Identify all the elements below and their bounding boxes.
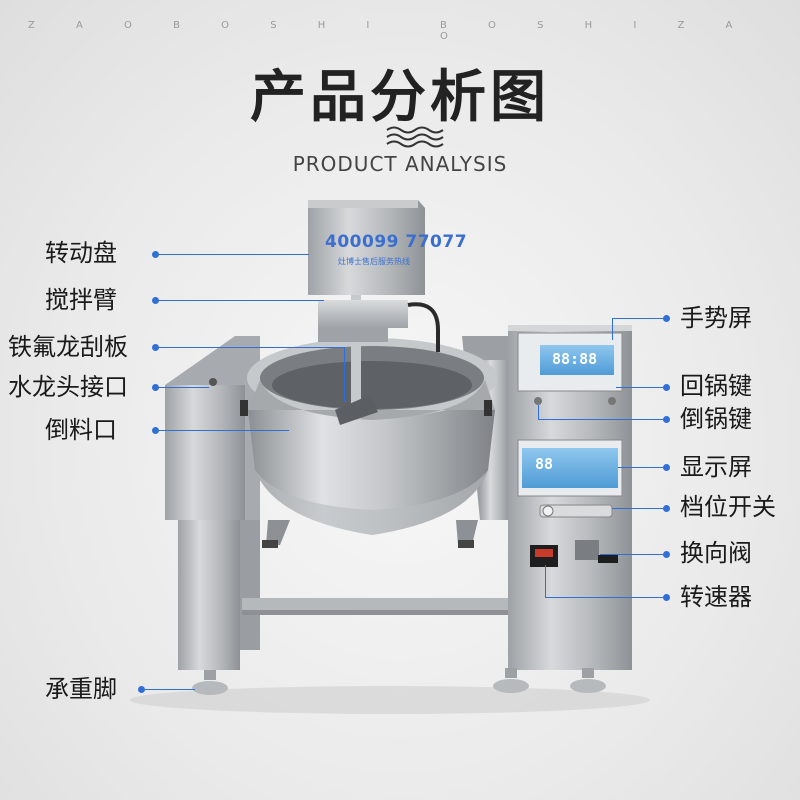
label-stirring-arm: 搅拌臂 xyxy=(45,286,117,314)
brand-watermark-left: Z A O B O S H I xyxy=(28,20,389,31)
pointer-dot xyxy=(663,384,670,391)
display-screen-digits: 88 xyxy=(535,455,554,473)
pointer-line xyxy=(618,467,664,468)
label-reversing-valve: 换向阀 xyxy=(680,539,752,567)
stirring-shaft xyxy=(351,270,361,420)
pointer-dot xyxy=(663,315,670,322)
label-return-pot-key: 回锅键 xyxy=(680,372,752,400)
stirring-arm-housing xyxy=(318,300,408,328)
pointer-line xyxy=(545,565,546,597)
pointer-line xyxy=(616,387,664,388)
pointer-line xyxy=(159,430,289,431)
faucet-joint-nub xyxy=(209,378,217,386)
hotline-number: 400099 77077 xyxy=(325,232,468,252)
pointer-line xyxy=(159,300,324,301)
scraper-blade xyxy=(335,395,378,425)
support-feet xyxy=(192,668,606,695)
page-title: 产品分析图 xyxy=(250,65,550,130)
label-support-feet: 承重脚 xyxy=(45,675,117,703)
pointer-dot xyxy=(152,344,159,351)
label-pour-pot-key: 倒锅键 xyxy=(680,405,752,433)
pointer-line xyxy=(159,387,209,388)
pointer-line xyxy=(159,347,344,348)
pointer-line xyxy=(612,318,613,340)
label-ptfe-scraper: 铁氟龙刮板 xyxy=(8,333,128,361)
cooking-pot xyxy=(240,338,497,535)
pointer-line xyxy=(344,347,345,402)
pointer-line xyxy=(145,689,195,690)
pointer-dot xyxy=(152,427,159,434)
pointer-dot xyxy=(152,384,159,391)
power-cable xyxy=(407,302,440,352)
brand-watermark-right: B O S H I Z A O xyxy=(440,20,752,42)
control-cabinet xyxy=(508,325,632,670)
pointer-dot xyxy=(152,297,159,304)
pointer-line xyxy=(612,318,664,319)
label-faucet-joint: 水龙头接口 xyxy=(8,373,128,401)
pointer-dot xyxy=(663,464,670,471)
left-frame xyxy=(165,336,260,670)
label-rotating-disc: 转动盘 xyxy=(45,239,117,267)
label-display-screen: 显示屏 xyxy=(680,453,752,481)
floor-shadow xyxy=(130,686,650,714)
pointer-dot xyxy=(663,505,670,512)
pointer-dot xyxy=(663,551,670,558)
pointer-line xyxy=(538,419,664,420)
pointer-line xyxy=(545,597,664,598)
label-gear-switch: 档位开关 xyxy=(680,493,776,521)
pointer-dot xyxy=(138,686,145,693)
label-speed-controller: 转速器 xyxy=(680,583,752,611)
hotline-tagline: 灶博士售后服务热线 xyxy=(338,257,410,266)
wave-icon xyxy=(386,126,444,148)
pointer-line xyxy=(612,508,664,509)
page-subtitle: PRODUCT ANALYSIS xyxy=(292,152,508,176)
pointer-line xyxy=(159,254,309,255)
label-discharge-port: 倒料口 xyxy=(45,416,117,444)
pointer-line xyxy=(600,554,664,555)
rotating-disc-box xyxy=(308,200,425,295)
gesture-screen-digits: 88:88 xyxy=(552,350,598,368)
pointer-line xyxy=(538,405,539,419)
pointer-dot xyxy=(663,416,670,423)
label-gesture-screen: 手势屏 xyxy=(680,304,752,332)
pointer-dot xyxy=(152,251,159,258)
pointer-dot xyxy=(663,594,670,601)
bottom-crossbar xyxy=(242,598,512,610)
